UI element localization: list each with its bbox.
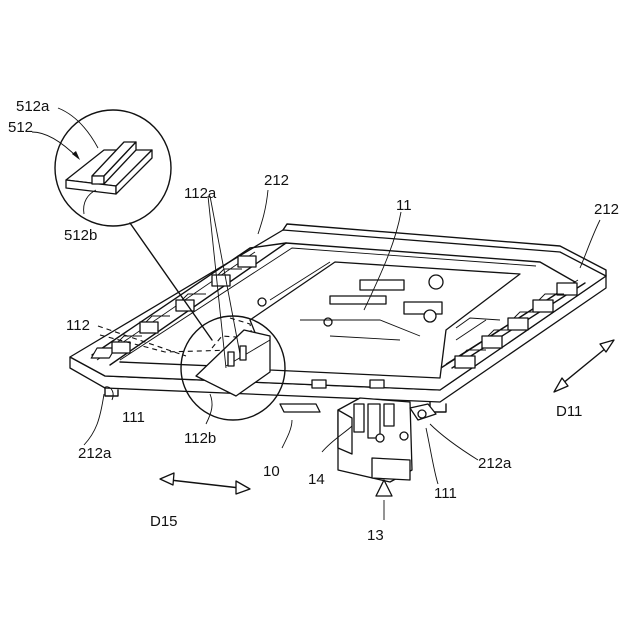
mechanism-13-14: [280, 398, 436, 482]
label-512b: 512b: [64, 227, 97, 244]
label-11: 11: [396, 197, 412, 214]
label-112a: 112a: [184, 185, 217, 202]
label-112: 112: [66, 317, 90, 334]
label-112b: 112b: [184, 430, 216, 447]
label-14: 14: [308, 471, 325, 488]
label-10: 10: [263, 463, 280, 480]
label-212a-right: 212a: [478, 455, 512, 472]
inset-512: [55, 110, 212, 340]
label-512a: 512a: [16, 98, 50, 115]
label-111-left: 111: [122, 409, 145, 426]
label-212-right: 212: [594, 201, 619, 218]
label-13: 13: [367, 527, 384, 544]
direction-arrow-d15: [160, 473, 250, 494]
label-d15: D15: [150, 513, 178, 530]
label-111-right: 111: [434, 485, 457, 502]
label-d11: D11: [556, 403, 582, 420]
label-212-top: 212: [264, 172, 289, 189]
label-512: 512: [8, 119, 33, 136]
label-212a-left: 212a: [78, 445, 112, 462]
direction-arrow-d11: [554, 340, 614, 392]
